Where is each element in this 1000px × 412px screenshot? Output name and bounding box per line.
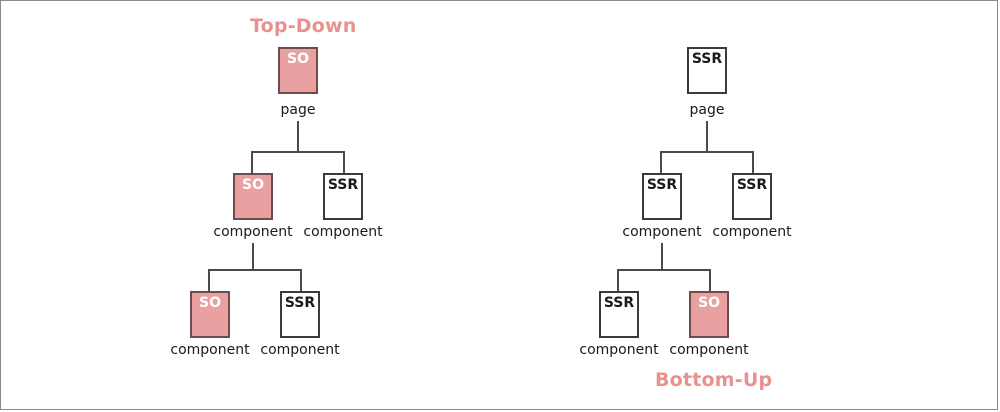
right-edge-level3-stem	[661, 243, 663, 269]
right-edge-root-stem	[706, 121, 708, 151]
left-edge-level2-drop-a	[251, 151, 253, 173]
right-level3-label-1: component	[579, 342, 659, 358]
left-level3-code-1: SO	[199, 295, 221, 311]
left-edge-level3-stem	[252, 243, 254, 269]
left-level2-code-1: SO	[242, 177, 264, 193]
left-edge-level2-bar	[251, 151, 345, 153]
right-level3-code-1: SSR	[603, 295, 635, 311]
right-level3-code-2: SO	[698, 295, 720, 311]
left-edge-level3-drop-a	[208, 269, 210, 291]
right-level3-node-1[interactable]: SSR	[599, 291, 639, 338]
right-edge-level3-bar	[617, 269, 711, 271]
left-edge-level3-drop-b	[300, 269, 302, 291]
left-root-node[interactable]: SO	[278, 47, 318, 94]
right-edge-level2-drop-b	[752, 151, 754, 173]
left-edge-level3-bar	[208, 269, 302, 271]
right-level2-code-2: SSR	[736, 177, 768, 193]
left-level3-node-1[interactable]: SO	[190, 291, 230, 338]
right-level2-label-1: component	[622, 224, 702, 240]
left-level2-node-1[interactable]: SO	[233, 173, 273, 220]
right-level2-node-2[interactable]: SSR	[732, 173, 772, 220]
heading-top-down: Top-Down	[250, 15, 357, 37]
left-level2-label-2: component	[303, 224, 383, 240]
left-edge-root-stem	[297, 121, 299, 151]
right-level2-label-2: component	[712, 224, 792, 240]
right-level3-label-2: component	[669, 342, 749, 358]
left-level3-code-2: SSR	[284, 295, 316, 311]
right-root-node[interactable]: SSR	[687, 47, 727, 94]
right-level2-node-1[interactable]: SSR	[642, 173, 682, 220]
right-root-label: page	[689, 102, 725, 118]
left-level2-node-2[interactable]: SSR	[323, 173, 363, 220]
right-edge-level3-drop-b	[709, 269, 711, 291]
right-edge-level2-bar	[660, 151, 754, 153]
right-edge-level2-drop-a	[660, 151, 662, 173]
right-level3-node-2[interactable]: SO	[689, 291, 729, 338]
left-level2-label-1: component	[213, 224, 293, 240]
left-level3-node-2[interactable]: SSR	[280, 291, 320, 338]
right-root-code: SSR	[691, 51, 723, 67]
left-level3-label-1: component	[170, 342, 250, 358]
left-root-code: SO	[287, 51, 309, 67]
left-level3-label-2: component	[260, 342, 340, 358]
right-edge-level3-drop-a	[617, 269, 619, 291]
left-edge-level2-drop-b	[343, 151, 345, 173]
right-level2-code-1: SSR	[646, 177, 678, 193]
left-level2-code-2: SSR	[327, 177, 359, 193]
left-root-label: page	[280, 102, 316, 118]
heading-bottom-up: Bottom-Up	[655, 369, 773, 391]
